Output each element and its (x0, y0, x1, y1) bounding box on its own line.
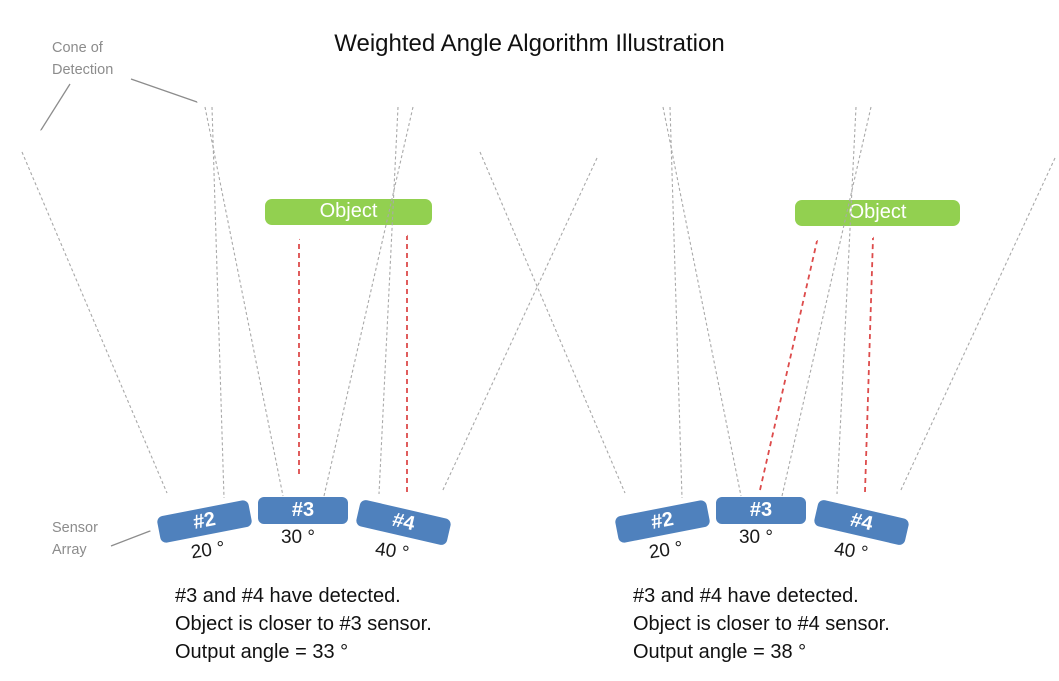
object-box-left: Object (265, 199, 432, 225)
caption-left-line2: Object is closer to #3 sensor. (175, 613, 432, 635)
cone-label-arrow-right (130, 78, 197, 102)
angle-label-left-40: 40 ° (373, 538, 411, 565)
caption-right: #3 and #4 have detected. Object is close… (633, 582, 890, 666)
page-title: Weighted Angle Algorithm Illustration (334, 30, 725, 57)
sensor-box-right-3: #3 (716, 497, 806, 524)
cone-of-detection-label: Cone of Detection (52, 37, 113, 81)
cone-line-left-s3-right (323, 106, 414, 497)
sensor-box-right-2: #2 (614, 499, 711, 544)
object-box-right: Object (795, 200, 960, 226)
cone-line-left-s2-inner (211, 106, 225, 499)
angle-label-right-20: 20 ° (647, 537, 685, 564)
cone-label-arrow-left (41, 83, 71, 130)
cone-of-detection-label-line2: Detection (52, 62, 114, 78)
caption-left: #3 and #4 have detected. Object is close… (175, 582, 432, 666)
cone-line-left-s3-left (204, 106, 284, 497)
sensor-box-left-2: #2 (156, 499, 253, 544)
sensor-array-label-line1: Sensor (52, 520, 98, 536)
angle-label-left-20: 20 ° (189, 537, 227, 564)
caption-right-line3: Output angle = 38 ° (633, 641, 807, 663)
cone-line-left-s4-inner (378, 106, 399, 495)
cone-line-right-s4-inner (836, 106, 857, 495)
sensor-array-label: Sensor Array (52, 517, 98, 561)
cone-line-right-s2-outer (479, 151, 626, 494)
cone-line-right-s3-left (662, 106, 742, 497)
angle-label-right-40: 40 ° (832, 538, 870, 565)
cone-line-right-s3-right (781, 106, 872, 497)
detection-arrow-right-s4 (864, 238, 873, 493)
caption-right-line1: #3 and #4 have detected. (633, 585, 859, 607)
sensor-array-label-line2: Array (52, 542, 87, 558)
caption-left-line3: Output angle = 33 ° (175, 641, 349, 663)
cone-line-left-s2-outer (21, 151, 168, 494)
sensor-box-left-3: #3 (258, 497, 348, 524)
angle-label-left-30: 30 ° (280, 527, 315, 548)
angle-label-right-30: 30 ° (738, 527, 773, 548)
detection-arrow-right-s3 (759, 241, 817, 491)
cone-of-detection-label-line1: Cone of (52, 40, 103, 56)
caption-left-line1: #3 and #4 have detected. (175, 585, 401, 607)
sensor-box-right-4: #4 (813, 498, 910, 547)
cone-line-left-s4-outer (441, 157, 598, 493)
caption-right-line2: Object is closer to #4 sensor. (633, 613, 890, 635)
sensor-array-arrow (110, 531, 150, 547)
cone-line-right-s2-inner (669, 106, 683, 499)
